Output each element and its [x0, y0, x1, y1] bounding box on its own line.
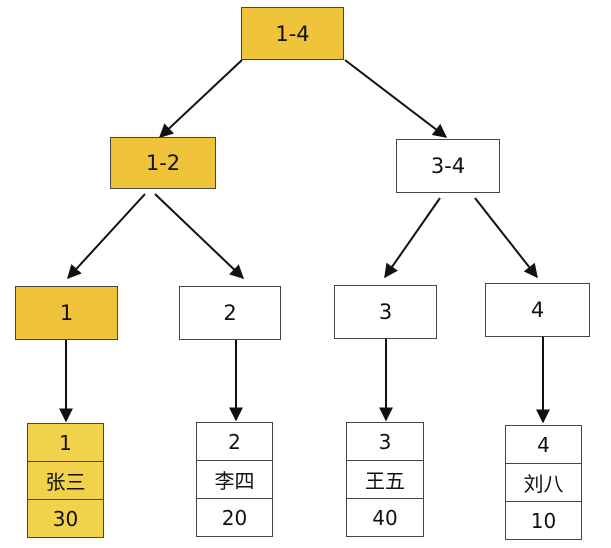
leaf-node-4-label: 4 [530, 298, 545, 322]
record-1-value: 30 [28, 499, 103, 537]
inner-node-right-label: 3-4 [430, 154, 466, 178]
leaf-node-4: 4 [485, 283, 590, 337]
record-4-name: 刘八 [506, 463, 581, 501]
leaf-node-2-label: 2 [223, 301, 237, 325]
record-4-value: 10 [506, 501, 581, 539]
edge-right-to-leaf-4 [474, 197, 538, 279]
record-3-id: 3 [378, 429, 392, 454]
record-2-id: 2 [228, 429, 241, 454]
record-4-id: 4 [537, 432, 550, 457]
record-2-name: 李四 [197, 460, 272, 498]
record-1-id: 1 [59, 430, 72, 455]
record-3-value: 40 [347, 498, 423, 536]
leaf-node-1-label: 1 [59, 301, 74, 325]
root-node-label: 1-4 [275, 21, 310, 46]
edge-root-to-left [158, 59, 243, 138]
inner-node-left-label: 1-2 [145, 151, 181, 175]
inner-node-right: 3-4 [396, 139, 500, 193]
record-3: 3 王五 40 [346, 422, 424, 537]
edge-left-to-leaf-1 [67, 193, 146, 280]
record-3-name: 王五 [347, 460, 423, 498]
root-node: 1-4 [241, 7, 344, 60]
inner-node-left: 1-2 [110, 137, 216, 189]
edge-left-to-leaf-2 [154, 193, 245, 279]
record-2: 2 李四 20 [196, 422, 273, 537]
record-1: 1 张三 30 [27, 423, 104, 538]
record-1-name: 张三 [28, 461, 103, 499]
edge-right-to-leaf-3 [384, 197, 441, 279]
leaf-node-3-label: 3 [378, 300, 393, 324]
record-2-value: 20 [197, 498, 272, 536]
edge-root-to-right [344, 59, 448, 138]
leaf-node-2: 2 [179, 286, 281, 340]
leaf-node-3: 3 [334, 285, 437, 339]
record-4: 4 刘八 10 [505, 425, 582, 540]
leaf-node-1: 1 [15, 286, 118, 340]
